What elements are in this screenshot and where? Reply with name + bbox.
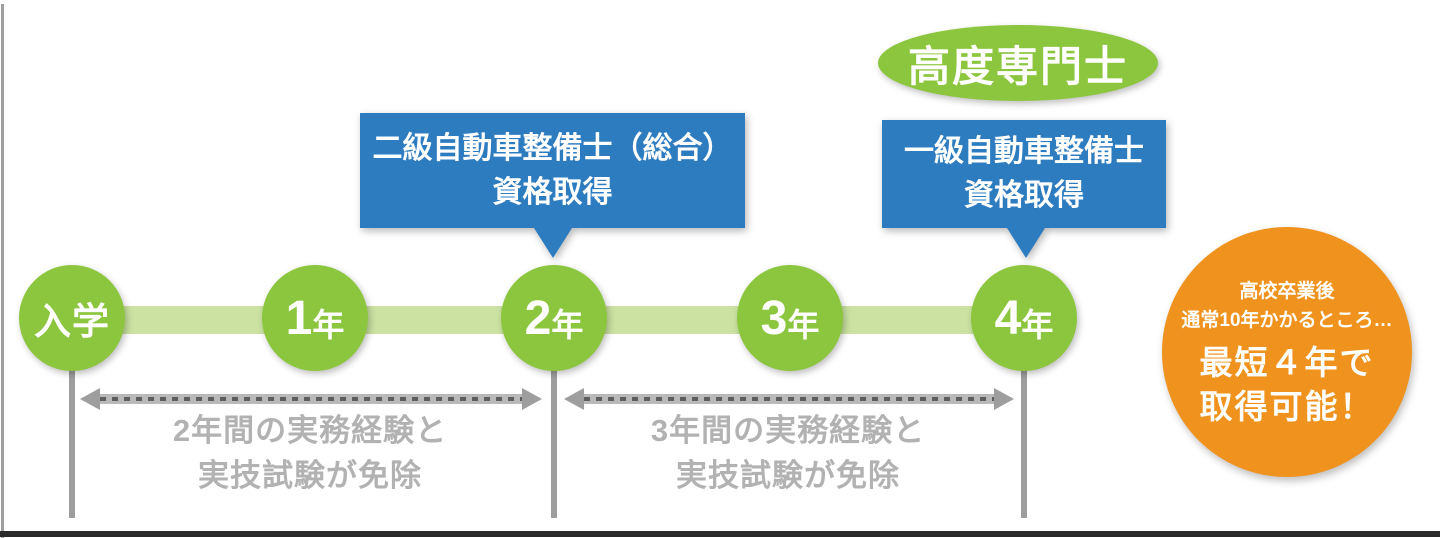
dashed-arrow-shaft [100, 394, 522, 404]
node-year-number: 2 [524, 291, 552, 345]
level2-certification-callout: 二級自動車整備士（総合） 資格取得 [360, 113, 745, 258]
shortest-path-highlight-circle: 高校卒業後 通常10年かかるところ… 最短４年で 取得可能！ [1162, 227, 1412, 477]
dropline-year2 [551, 370, 557, 518]
exemption-line2: 実技試験が免除 [198, 458, 422, 493]
highlight-big-line1: 最短４年で [1199, 344, 1375, 381]
callout-subtitle: 資格取得 [492, 175, 613, 209]
callout-pointer-down-icon [1007, 228, 1045, 258]
bottom-edge-line [0, 531, 1440, 537]
exemption-line2: 実技試験が免除 [676, 458, 900, 493]
node-year-unit: 年 [787, 307, 820, 343]
arrowhead-left-icon [564, 388, 584, 410]
level1-certification-callout: 一級自動車整備士 資格取得 [882, 120, 1166, 258]
callout-pointer-down-icon [534, 228, 572, 258]
node-year-unit: 年 [1021, 307, 1054, 343]
highlight-small-line1: 高校卒業後 [1239, 281, 1335, 302]
node-year-number: 3 [760, 291, 788, 345]
exemption-line1: 3年間の実務経験と [650, 413, 926, 448]
arrowhead-right-icon [522, 388, 542, 410]
advanced-diploma-badge: 高度専門士 [878, 25, 1158, 101]
exemption-span-arrow-2 [564, 388, 1014, 410]
dropline-enrollment [69, 370, 75, 518]
dropline-year4 [1021, 370, 1027, 518]
node-year-unit: 年 [312, 307, 345, 343]
node-year-number: 4 [994, 291, 1022, 345]
exemption-caption-1: 2年間の実務経験と 実技試験が免除 [110, 408, 510, 498]
advanced-diploma-label: 高度専門士 [907, 42, 1128, 90]
exemption-caption-2: 3年間の実務経験と 実技試験が免除 [588, 408, 988, 498]
arrowhead-right-icon [994, 388, 1014, 410]
callout-title: 一級自動車整備士 [904, 135, 1144, 168]
highlight-big-line2: 取得可能！ [1199, 388, 1375, 425]
dashed-arrow-shaft [584, 394, 994, 404]
left-edge-line [1, 4, 4, 538]
callout-subtitle: 資格取得 [964, 179, 1084, 212]
highlight-small-line2: 通常10年かかるところ… [1181, 310, 1393, 331]
exemption-line1: 2年間の実務経験と [172, 413, 448, 448]
timeline-node-year2: 2 年 [501, 265, 607, 371]
node-label: 入学 [34, 301, 110, 342]
exemption-span-arrow-1 [80, 388, 542, 410]
node-year-number: 1 [285, 291, 313, 345]
timeline-node-year1: 1 年 [262, 265, 368, 371]
callout-title: 二級自動車整備士（総合） [372, 131, 733, 165]
timeline-node-enrollment: 入学 [19, 265, 125, 371]
timeline-node-year4: 4 年 [971, 265, 1077, 371]
timeline-node-year3: 3 年 [737, 265, 843, 371]
node-year-unit: 年 [551, 307, 584, 343]
arrowhead-left-icon [80, 388, 100, 410]
